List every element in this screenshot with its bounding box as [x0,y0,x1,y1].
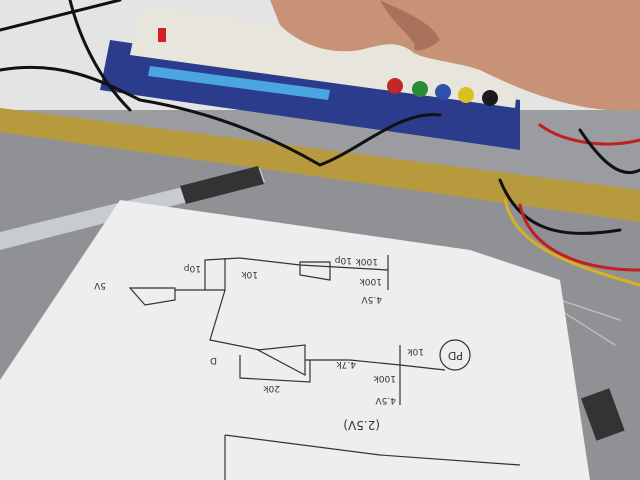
ic-chip [581,388,625,441]
label-diode: D [210,355,217,365]
label-r-fb: 20k [263,383,280,393]
label-v1: 4.5V [361,294,382,304]
hands [270,0,640,111]
label-left: 5V [93,280,106,290]
schematic-labels: 10p 100k 10p 10k 100k 4.5V D 20k 4.7k 10… [93,255,463,432]
label-c1: 10p [335,255,352,265]
label-r-in: 4.7k [336,359,356,369]
label-v2: 4.5V [375,395,396,405]
binding-post-black [482,90,498,106]
label-vref: (2.5V) [343,418,380,432]
breadboard-label [148,66,330,100]
label-r2: 10k [241,269,258,279]
label-r1: 100k [355,256,378,266]
label-r5: 100k [373,373,396,383]
led [158,28,166,42]
binding-post-green [412,81,428,97]
breadboard [100,5,520,150]
binding-post-red [387,78,403,94]
schematic [128,255,521,480]
paper-sheet [0,200,590,480]
binding-post-yellow [458,87,474,103]
binding-post-blue [435,84,451,100]
label-sensor: PD [448,349,463,362]
label-r4: 10k [407,346,424,356]
wires [0,0,640,346]
label-r3: 100k [359,276,382,286]
label-c2: 10p [184,263,201,273]
